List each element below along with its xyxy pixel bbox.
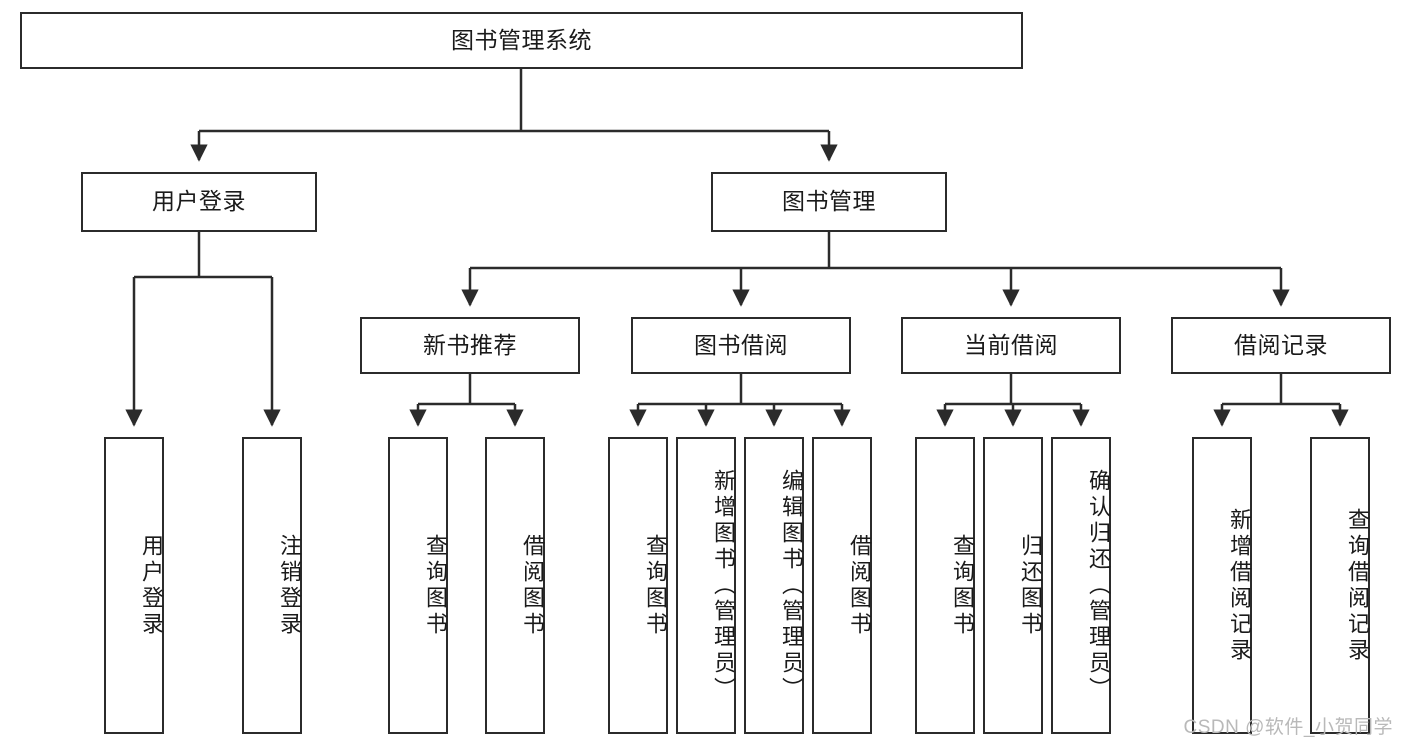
- node-leaf-return-book-label: 归还图书: [1018, 533, 1043, 638]
- node-book-management[interactable]: 图书管理: [711, 172, 947, 232]
- node-leaf-add-borrow-record-label: 新增借阅记录: [1227, 507, 1252, 664]
- node-leaf-query-borrow-record[interactable]: 查询借阅记录: [1310, 437, 1370, 734]
- node-leaf-borrow-book-recommend[interactable]: 借阅图书: [485, 437, 545, 734]
- node-borrow-record[interactable]: 借阅记录: [1171, 317, 1391, 374]
- node-leaf-query-book-recommend-label: 查询图书: [423, 533, 448, 638]
- node-current-borrow[interactable]: 当前借阅: [901, 317, 1121, 374]
- node-borrow-record-label: 借阅记录: [1234, 331, 1328, 358]
- node-leaf-confirm-return-admin[interactable]: 确认归还（管理员）: [1051, 437, 1111, 734]
- node-book-management-label: 图书管理: [782, 188, 876, 215]
- node-leaf-borrow-book-label: 借阅图书: [847, 533, 872, 638]
- node-leaf-query-borrow-record-label: 查询借阅记录: [1345, 507, 1370, 664]
- node-book-borrow[interactable]: 图书借阅: [631, 317, 851, 374]
- node-leaf-borrow-book-recommend-label: 借阅图书: [520, 533, 545, 638]
- node-leaf-user-login[interactable]: 用户登录: [104, 437, 164, 734]
- node-leaf-logout-login-label: 注销登录: [277, 533, 302, 638]
- node-book-borrow-label: 图书借阅: [694, 331, 788, 358]
- node-current-borrow-label: 当前借阅: [964, 331, 1058, 358]
- node-leaf-return-book[interactable]: 归还图书: [983, 437, 1043, 734]
- node-user-login[interactable]: 用户登录: [81, 172, 317, 232]
- node-leaf-add-borrow-record[interactable]: 新增借阅记录: [1192, 437, 1252, 734]
- node-leaf-edit-book-admin[interactable]: 编辑图书（管理员）: [744, 437, 804, 734]
- node-leaf-query-book-current[interactable]: 查询图书: [915, 437, 975, 734]
- node-leaf-query-book-current-label: 查询图书: [950, 533, 975, 638]
- watermark-label: CSDN @软件_小贺同学: [1183, 717, 1393, 738]
- node-user-login-label: 用户登录: [152, 188, 246, 215]
- node-leaf-logout-login[interactable]: 注销登录: [242, 437, 302, 734]
- node-root[interactable]: 图书管理系统: [20, 12, 1023, 69]
- node-leaf-query-book-borrow[interactable]: 查询图书: [608, 437, 668, 734]
- node-leaf-query-book-borrow-label: 查询图书: [643, 533, 668, 638]
- node-new-book-recommend-label: 新书推荐: [423, 331, 517, 358]
- node-root-label: 图书管理系统: [451, 26, 592, 53]
- node-leaf-add-book-admin-label: 新增图书（管理员）: [711, 468, 736, 703]
- node-leaf-confirm-return-admin-label: 确认归还（管理员）: [1086, 468, 1111, 703]
- node-leaf-edit-book-admin-label: 编辑图书（管理员）: [779, 468, 804, 703]
- node-new-book-recommend[interactable]: 新书推荐: [360, 317, 580, 374]
- node-leaf-add-book-admin[interactable]: 新增图书（管理员）: [676, 437, 736, 734]
- node-leaf-user-login-label: 用户登录: [139, 533, 164, 638]
- node-leaf-query-book-recommend[interactable]: 查询图书: [388, 437, 448, 734]
- node-leaf-borrow-book[interactable]: 借阅图书: [812, 437, 872, 734]
